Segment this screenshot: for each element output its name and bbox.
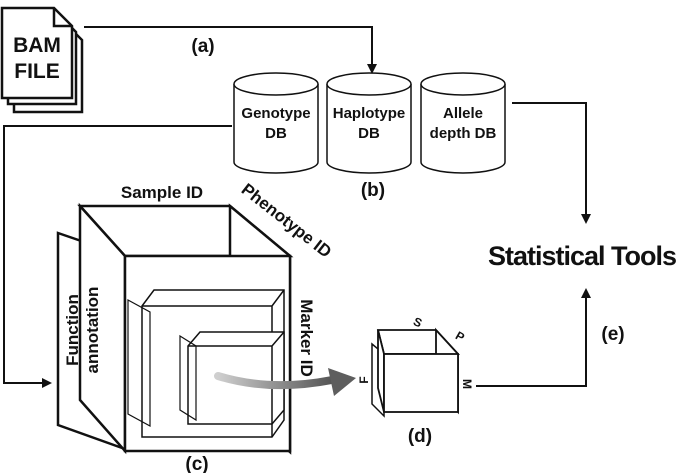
data-cube — [56, 202, 294, 455]
function-annotation-line1: Function — [63, 294, 82, 366]
haplotype-db-line1: Haplotype — [333, 105, 406, 122]
allele-depth-db-line1: Allele — [443, 105, 483, 122]
marker-id-label: Marker ID — [297, 299, 316, 376]
gray-extraction-arrow — [214, 368, 356, 396]
genotype-db-line1: Genotype — [241, 105, 310, 122]
small-cube: S P M F — [357, 314, 474, 418]
small-cube-f-label: F — [357, 376, 371, 383]
allele-depth-db-line2: depth DB — [430, 125, 497, 142]
label-b: (b) — [361, 180, 385, 201]
genotype-db-line2: DB — [265, 125, 287, 142]
label-e: (e) — [601, 324, 624, 345]
genotype-db-cylinder: Genotype DB — [233, 72, 319, 174]
bam-file-line1: BAM — [13, 34, 61, 57]
label-a: (a) — [191, 36, 214, 57]
haplotype-db-line2: DB — [358, 125, 380, 142]
arrow-db-to-stats — [512, 102, 591, 224]
arrow-db-to-cube — [3, 125, 232, 388]
sample-id-label: Sample ID — [121, 183, 203, 202]
small-cube-p-label: P — [453, 328, 467, 344]
allele-depth-db-cylinder: Allele depth DB — [420, 72, 506, 174]
label-d: (d) — [408, 426, 432, 447]
statistical-tools-label: Statistical Tools — [488, 241, 676, 271]
small-cube-s-label: S — [411, 314, 424, 330]
arrow-cube-to-stats — [476, 288, 591, 387]
haplotype-db-cylinder: Haplotype DB — [326, 72, 412, 174]
bam-file-line2: FILE — [14, 60, 60, 83]
label-c: (c) — [185, 454, 208, 473]
bam-file-icon: BAM FILE — [0, 6, 84, 114]
small-cube-m-label: M — [460, 379, 474, 389]
arrow-bam-to-db — [84, 26, 377, 74]
function-annotation-line2: annotation — [83, 287, 102, 374]
